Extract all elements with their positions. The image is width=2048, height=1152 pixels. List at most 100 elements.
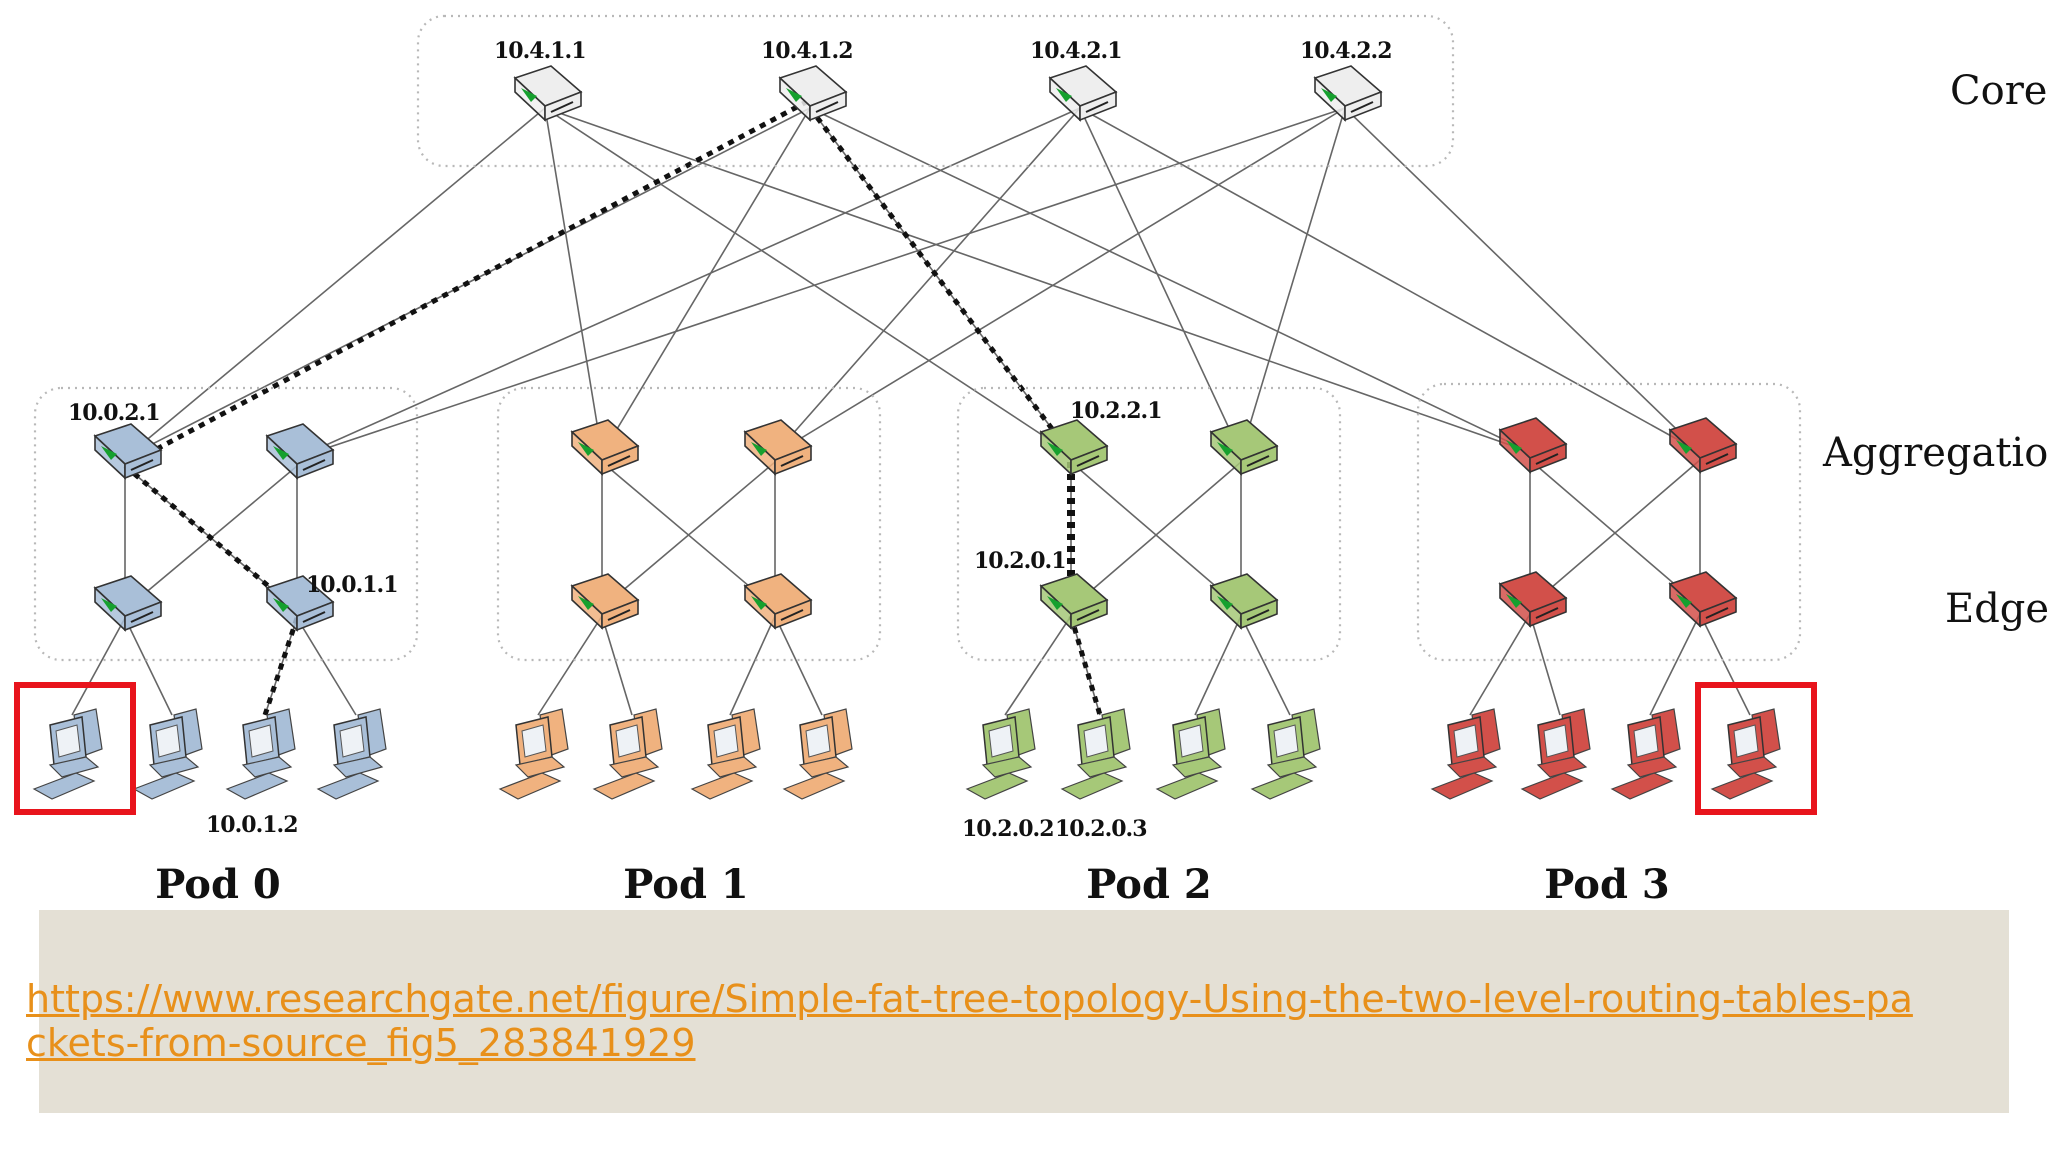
edge-switch-2 xyxy=(570,573,640,630)
aggregation-switch-6 xyxy=(1498,417,1568,474)
host-pod1-1 xyxy=(593,708,663,800)
link-core-2-pod3 xyxy=(1079,107,1701,453)
link-edge-host-pod3 xyxy=(1529,613,1561,716)
link-core-0-pod1 xyxy=(544,107,603,455)
host-pod3-2 xyxy=(1611,708,1681,800)
pod-box-1 xyxy=(496,386,882,662)
route-dashed-agg-edge xyxy=(123,464,299,612)
core-box xyxy=(416,14,1455,168)
highlight-boxes xyxy=(14,682,1817,815)
ip-label-core-3: 10.4.2.2 xyxy=(1300,38,1392,64)
host-pod1-0 xyxy=(499,708,569,800)
edge-switch-4 xyxy=(1039,573,1109,630)
core-switch-3 xyxy=(1313,65,1383,122)
aggregation-switch-1 xyxy=(265,423,335,480)
host-pod3-1 xyxy=(1521,708,1591,800)
ip-label-pod2-host-1: 10.2.0.3 xyxy=(1055,816,1147,842)
link-layer xyxy=(71,97,1751,716)
highlight-destination-host xyxy=(1695,682,1817,815)
ip-label-pod2-host-0: 10.2.0.2 xyxy=(962,816,1054,842)
route-dashed-core-agg xyxy=(808,106,1073,456)
link-agg-edge-pod1 xyxy=(601,461,776,609)
link-edge-host-pod1 xyxy=(774,615,823,716)
host-pod3-0 xyxy=(1431,708,1501,800)
ip-label-core-2: 10.4.2.1 xyxy=(1030,38,1122,64)
link-edge-host-pod3 xyxy=(1699,613,1751,716)
core-switch-0 xyxy=(513,65,583,122)
ip-label-pod2-agg: 10.2.2.1 xyxy=(1070,398,1162,424)
ip-label-pod0-host: 10.0.1.2 xyxy=(206,812,298,838)
link-agg-edge-pod3 xyxy=(1529,459,1701,607)
link-core-2-pod1 xyxy=(774,107,1081,455)
link-core-3-pod2 xyxy=(1240,107,1346,455)
layer-label-aggregation: Aggregation xyxy=(1822,430,2048,476)
edge-switch-0 xyxy=(93,575,163,632)
link-core-2-pod0 xyxy=(296,107,1081,459)
layer-label-core: Core xyxy=(1950,68,2047,114)
link-core-0-pod2 xyxy=(544,107,1072,455)
pod-box-0 xyxy=(33,386,419,662)
edge-switch-3 xyxy=(743,573,813,630)
layer-label-edge: Edge xyxy=(1945,586,2048,632)
link-edge-host-pod0 xyxy=(71,617,126,716)
host-pod0-2 xyxy=(226,708,296,800)
host-pod1-2 xyxy=(691,708,761,800)
host-pod0-1 xyxy=(133,708,203,800)
link-core-0-pod3 xyxy=(544,107,1531,453)
edge-switch-6 xyxy=(1498,571,1568,628)
pod-label-1: Pod 1 xyxy=(623,861,748,908)
host-pod3-3 xyxy=(1711,708,1781,800)
link-core-1-pod1 xyxy=(601,107,811,455)
link-core-3-pod1 xyxy=(774,107,1346,455)
source-panel xyxy=(39,910,2009,1113)
switch-layer xyxy=(93,65,1738,632)
link-core-3-pod3 xyxy=(1344,107,1701,453)
link-core-3-pod0 xyxy=(296,107,1346,459)
host-pod2-3 xyxy=(1251,708,1321,800)
host-pod2-0 xyxy=(966,708,1036,800)
link-edge-host-pod0 xyxy=(124,617,173,716)
aggregation-switch-2 xyxy=(570,419,640,476)
ip-label-pod0-agg: 10.0.2.1 xyxy=(68,400,160,426)
edge-switch-1 xyxy=(265,575,335,632)
edge-switch-5 xyxy=(1209,573,1279,630)
ip-label-pod2-edge: 10.2.0.1 xyxy=(974,548,1066,574)
aggregation-switch-0 xyxy=(93,423,163,480)
host-layer xyxy=(33,708,1781,800)
link-agg-edge-pod2 xyxy=(1070,461,1242,609)
core-group-box xyxy=(416,14,1455,168)
link-core-1-pod3 xyxy=(809,107,1531,453)
highlight-source-host xyxy=(14,682,136,815)
link-edge-host-pod1 xyxy=(537,615,603,716)
link-edge-host-pod1 xyxy=(729,615,776,716)
route-dashed-agg-core xyxy=(123,97,812,469)
link-edge-host-pod3 xyxy=(1649,613,1701,716)
ip-label-pod0-edge: 10.0.1.1 xyxy=(306,572,398,598)
route-dashed-edge-host xyxy=(262,617,300,716)
link-core-0-pod0 xyxy=(124,107,546,459)
pod-label-0: Pod 0 xyxy=(155,861,280,908)
core-switch-1 xyxy=(778,65,848,122)
aggregation-switch-3 xyxy=(743,419,813,476)
core-switch-2 xyxy=(1048,65,1118,122)
host-pod1-3 xyxy=(783,708,853,800)
link-core-2-pod2 xyxy=(1079,107,1242,455)
host-pod0-3 xyxy=(317,708,387,800)
aggregation-switch-4 xyxy=(1039,419,1109,476)
source-link[interactable]: https://www.researchgate.net/figure/Simp… xyxy=(26,977,1913,1065)
ip-label-core-0: 10.4.1.1 xyxy=(494,38,586,64)
ip-label-core-1: 10.4.1.2 xyxy=(761,38,853,64)
edge-switch-7 xyxy=(1668,571,1738,628)
aggregation-switch-5 xyxy=(1209,419,1279,476)
aggregation-switch-7 xyxy=(1668,417,1738,474)
link-edge-host-pod2 xyxy=(1194,615,1242,716)
link-edge-host-pod3 xyxy=(1469,613,1531,716)
pod-box-2 xyxy=(956,386,1342,662)
link-edge-host-pod0 xyxy=(296,617,357,716)
pod-label-3: Pod 3 xyxy=(1544,861,1669,908)
route-dashed-pod2-edge-host xyxy=(1068,615,1103,716)
host-pod0-0 xyxy=(33,708,103,800)
link-edge-host-pod1 xyxy=(601,615,633,716)
link-edge-host-pod2 xyxy=(1240,615,1291,716)
